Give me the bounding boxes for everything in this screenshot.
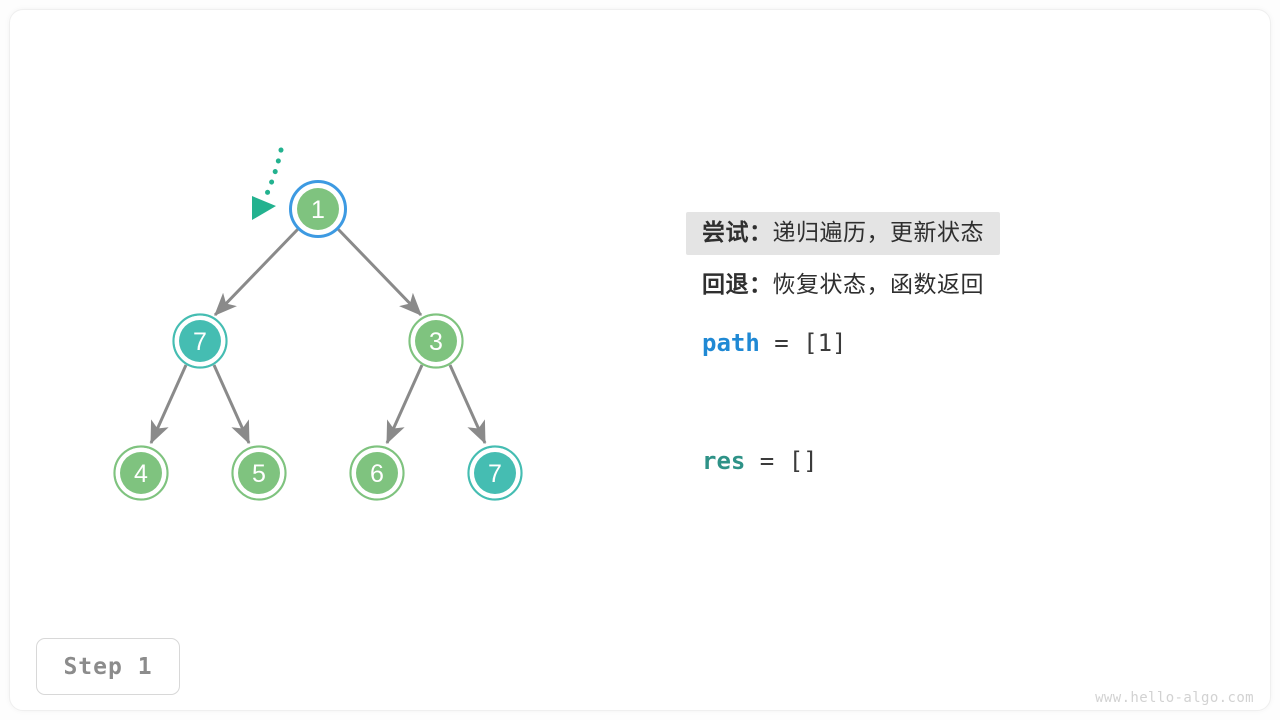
recursion-pointer-icon	[252, 147, 284, 220]
edge-1-to-7	[213, 226, 301, 317]
path-variable-row: path = [1]	[686, 329, 863, 357]
tree-node-label: 1	[311, 196, 325, 224]
tree-node-5[interactable]: 5	[231, 445, 287, 501]
watermark: www.hello-algo.com	[1095, 690, 1254, 706]
tree-nodes: 1 7 3 4	[113, 180, 523, 501]
tree-node-label: 7	[488, 460, 502, 488]
retreat-body: 恢复状态，函数返回	[772, 271, 984, 297]
retreat-row: 回退：恢复状态，函数返回	[686, 264, 1000, 307]
tree-node-4[interactable]: 4	[113, 445, 169, 501]
attempt-label: 尝试：	[702, 219, 773, 245]
attempt-row: 尝试：递归遍历，更新状态	[686, 212, 1000, 255]
res-assign-symbol: =	[745, 447, 789, 475]
attempt-body: 递归遍历，更新状态	[772, 219, 984, 245]
res-variable-row: res = []	[686, 447, 834, 475]
edge-7-to-4	[149, 364, 188, 445]
path-assign-symbol: =	[759, 329, 804, 357]
step-badge-label: Step 1	[63, 653, 153, 680]
res-variable-value: []	[788, 447, 818, 475]
tree-edges	[149, 226, 487, 445]
edge-7-to-5	[212, 364, 251, 445]
tree-node-7-right[interactable]: 7	[467, 445, 523, 501]
path-variable-name: path	[702, 329, 760, 357]
retreat-label: 回退：	[702, 271, 773, 297]
tree-node-label: 4	[134, 460, 148, 488]
tree-node-3[interactable]: 3	[408, 313, 464, 369]
tree-node-7-left[interactable]: 7	[172, 313, 228, 369]
tree-node-label: 3	[429, 328, 443, 356]
edge-3-to-7b	[448, 364, 487, 445]
tree-node-label: 7	[193, 328, 207, 356]
tree-node-6[interactable]: 6	[349, 445, 405, 501]
edge-1-to-3	[335, 226, 423, 317]
path-variable-value: [1]	[803, 329, 847, 357]
tree-node-label: 5	[252, 460, 266, 488]
step-badge: Step 1	[36, 638, 180, 695]
tree-node-label: 6	[370, 460, 384, 488]
res-variable-name: res	[702, 447, 746, 475]
edge-3-to-6	[385, 364, 424, 445]
tree-node-1[interactable]: 1	[289, 180, 347, 238]
watermark-text: www.hello-algo.com	[1095, 690, 1254, 706]
